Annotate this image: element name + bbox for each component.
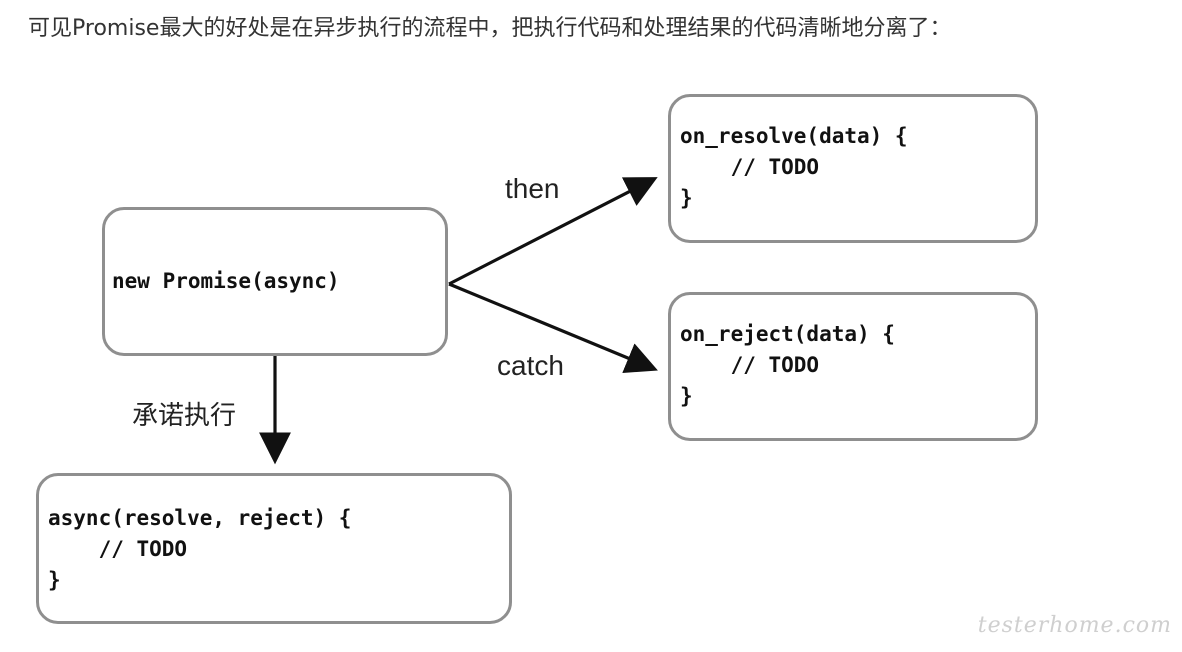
code-line: } [680, 384, 693, 408]
caption-text: 可见Promise最大的好处是在异步执行的流程中，把执行代码和处理结果的代码清晰… [28, 16, 952, 41]
code-line: on_reject(data) { [680, 322, 895, 346]
then-arrow [448, 177, 658, 286]
code-line: async(resolve, reject) { [48, 506, 352, 530]
code-line: // TODO [680, 155, 820, 179]
code-line: } [680, 186, 693, 210]
catch-label: catch [497, 350, 564, 381]
then-label: then [505, 173, 560, 204]
code-line: } [48, 568, 61, 592]
reject-box [668, 292, 1038, 441]
promise-box [102, 207, 448, 356]
code-line: // TODO [680, 353, 820, 377]
execute-label: 承诺执行 [132, 401, 237, 431]
resolve-box [668, 94, 1038, 243]
code-line: new Promise(async) [112, 269, 340, 293]
async-box [36, 473, 512, 624]
reject-box-code: on_reject(data) { // TODO } [680, 319, 895, 412]
async-box-code: async(resolve, reject) { // TODO } [48, 503, 351, 596]
resolve-box-code: on_resolve(data) { // TODO } [680, 121, 908, 214]
watermark: testerhome.com [977, 613, 1172, 638]
code-line: // TODO [48, 537, 188, 561]
code-line: on_resolve(data) { [680, 124, 908, 148]
promise-box-code: new Promise(async) [112, 266, 340, 297]
catch-arrow [448, 282, 658, 373]
